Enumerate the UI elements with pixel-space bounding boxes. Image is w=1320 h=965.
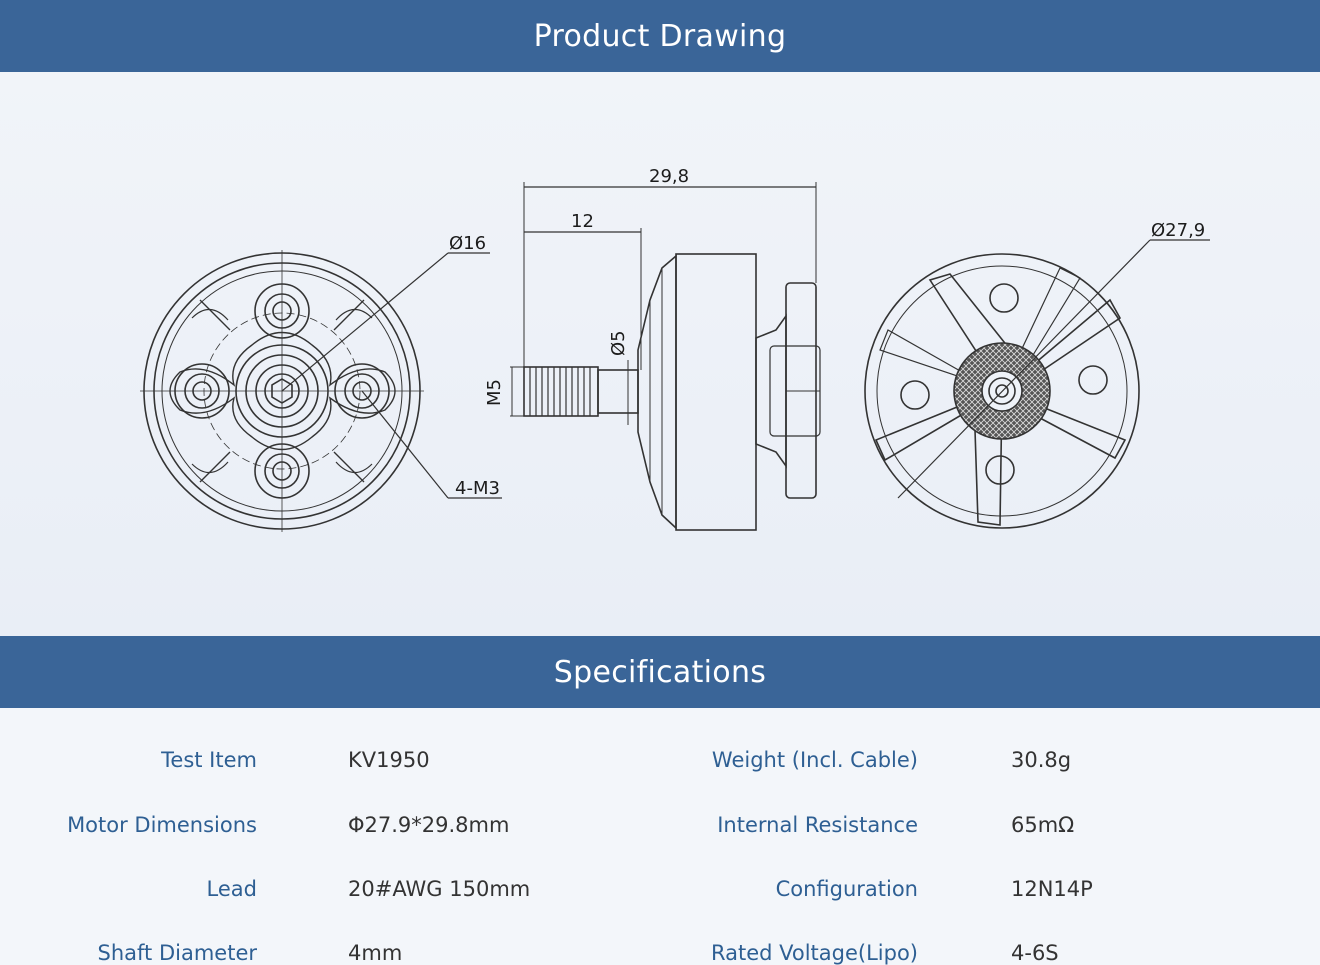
- shaft-diameter-label: Ø5: [608, 330, 629, 356]
- bell-view: [864, 239, 1210, 529]
- thread-label: M5: [484, 379, 505, 406]
- spec-value: 65mΩ: [1011, 813, 1075, 837]
- spec-value: 4mm: [348, 941, 403, 965]
- spec-label: Configuration: [775, 877, 918, 901]
- product-drawing: Ø16 4-M3: [0, 72, 1320, 636]
- specifications-table: Test Item KV1950 Weight (Incl. Cable) 30…: [0, 708, 1320, 965]
- spec-label: Internal Resistance: [717, 813, 918, 837]
- specifications-title: Specifications: [553, 654, 767, 690]
- spec-label: Weight (Incl. Cable): [711, 748, 918, 772]
- spec-value: 20#AWG 150mm: [348, 877, 531, 901]
- overall-length-label: 29,8: [649, 166, 689, 187]
- front-view: [140, 250, 502, 532]
- spec-label: Motor Dimensions: [67, 813, 257, 837]
- spec-value: 4-6S: [1011, 941, 1059, 965]
- shaft-length-label: 12: [571, 211, 594, 232]
- spec-value: Φ27.9*29.8mm: [348, 813, 510, 837]
- bell-diameter-label: Ø27,9: [1151, 220, 1205, 241]
- spec-value: KV1950: [348, 748, 430, 772]
- spec-label: Rated Voltage(Lipo): [710, 941, 918, 965]
- front-diameter-label: Ø16: [449, 233, 486, 254]
- product-drawing-header: Product Drawing: [0, 0, 1320, 72]
- motor-technical-drawing: Ø16 4-M3: [140, 166, 1210, 532]
- spec-value: 30.8g: [1011, 748, 1072, 772]
- spec-label: Shaft Diameter: [97, 941, 257, 965]
- spec-value: 12N14P: [1011, 877, 1093, 901]
- mount-holes-label: 4-M3: [455, 478, 500, 499]
- specifications-header: Specifications: [0, 636, 1320, 708]
- product-drawing-title: Product Drawing: [533, 18, 787, 54]
- side-view: [510, 182, 821, 531]
- spec-label: Test Item: [161, 748, 257, 772]
- spec-label: Lead: [206, 877, 257, 901]
